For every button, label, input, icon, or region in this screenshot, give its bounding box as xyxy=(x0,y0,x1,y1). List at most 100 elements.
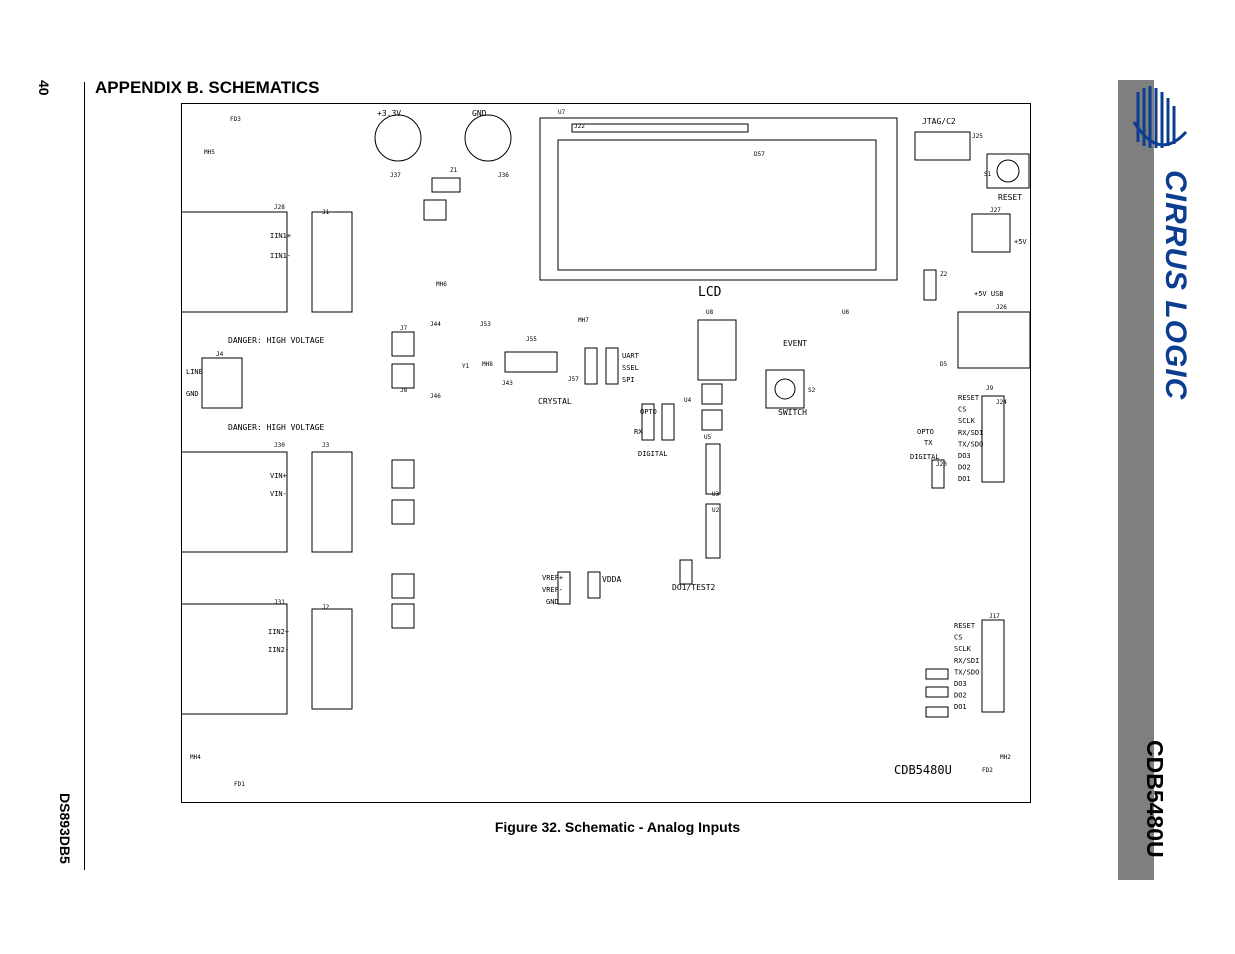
danger-label-2: DANGER: HIGH VOLTAGE xyxy=(228,423,325,432)
refdes-label: MH7 xyxy=(578,317,589,324)
refdes-label: U4 xyxy=(684,397,692,404)
iin1-plus-label: IIN1+ xyxy=(270,232,291,240)
spi-label: SPI xyxy=(622,376,635,384)
refdes-label: MH5 xyxy=(204,149,215,156)
jtag-label: JTAG/C2 xyxy=(922,117,956,126)
board-name-label: CDB5480U xyxy=(894,763,952,777)
sidebar-bar xyxy=(1118,80,1154,880)
header-j17-pin-label: SCLK xyxy=(954,645,972,653)
uart-label: UART xyxy=(622,352,640,360)
header-j17-pin-label: CS xyxy=(954,634,962,642)
refdes-label: J20 xyxy=(936,461,947,468)
opto-tx-label: OPTO xyxy=(917,428,934,436)
iin2-minus-label: IIN2- xyxy=(268,646,289,654)
refdes-label: J30 xyxy=(274,442,285,449)
refdes-label: U6 xyxy=(842,309,850,316)
refdes-label: J53 xyxy=(480,321,491,328)
iin2-plus-label: IIN2+ xyxy=(268,628,289,636)
refdes-label: J4 xyxy=(216,351,224,358)
refdes-label: J25 xyxy=(972,133,983,140)
refdes-label: J36 xyxy=(498,172,509,179)
cirrus-logic-logo-icon xyxy=(1130,82,1188,167)
refdes-label: MH6 xyxy=(436,281,447,288)
refdes-label: U7 xyxy=(558,109,566,116)
refdes-label: D57 xyxy=(754,151,765,158)
refdes-label: J2 xyxy=(322,604,330,611)
schematic-drawing: +3.3V GND LCD JTAG/C2 RESET DANGER: HIGH… xyxy=(152,109,1044,788)
refdes-label: U3 xyxy=(712,491,720,498)
refdes-label: J44 xyxy=(430,321,441,328)
vref-gnd-label: GND xyxy=(546,598,559,606)
header-j17-pin-label: TX/SDO xyxy=(954,668,979,676)
refdes-label: J22 xyxy=(574,123,585,130)
lcd-label: LCD xyxy=(698,285,722,300)
refdes-label: MH8 xyxy=(482,361,493,368)
header-j17-pin-label: DO1 xyxy=(954,703,967,711)
header-j9-pin-label: SCLK xyxy=(958,417,976,425)
digital-rx-label: DIGITAL xyxy=(638,450,668,458)
brand-wordmark: CIRRUS LOGIC xyxy=(1159,170,1192,401)
refdes-label: J7 xyxy=(400,325,408,332)
refdes-label: S2 xyxy=(808,387,816,394)
header-j9-pin-label: TX/SDO xyxy=(958,440,983,448)
vin-plus-label: VIN+ xyxy=(270,472,287,480)
header-j9-pin-label: DO2 xyxy=(958,464,971,472)
refdes-label: J27 xyxy=(990,207,1001,214)
vref-minus-label: VREF- xyxy=(542,586,563,594)
crystal-label: CRYSTAL xyxy=(538,397,572,406)
refdes-label: J31 xyxy=(274,599,285,606)
refdes-label: J55 xyxy=(526,336,537,343)
line-gnd-label: GND xyxy=(186,390,199,398)
refdes-label: U8 xyxy=(706,309,714,316)
refdes-label: MH4 xyxy=(190,754,201,761)
supply-gnd-label: GND xyxy=(472,109,487,118)
refdes-label: J17 xyxy=(989,613,1000,620)
margin-rule xyxy=(84,82,85,870)
refdes-label: U2 xyxy=(712,507,720,514)
refdes-label: FD3 xyxy=(230,116,241,123)
header-j9-pin-label: RX/SDI xyxy=(958,429,983,437)
refdes-label: U5 xyxy=(704,434,712,441)
digital-tx-label: DIGITAL xyxy=(910,453,940,461)
line-label: LINE xyxy=(186,368,203,376)
product-name: CDB5480U xyxy=(1142,740,1168,858)
vdda-label: VDDA xyxy=(602,575,621,584)
vin-minus-label: VIN- xyxy=(270,490,287,498)
header-j17-pin-label: DO3 xyxy=(954,680,967,688)
header-j9-pin-label: RESET xyxy=(958,394,980,402)
refdes-label: J57 xyxy=(568,376,579,383)
figure-caption: Figure 32. Schematic - Analog Inputs xyxy=(494,819,741,835)
refdes-label: J43 xyxy=(502,380,513,387)
refdes-label: MH2 xyxy=(1000,754,1011,761)
header-j17-pin-label: DO2 xyxy=(954,692,967,700)
event-label: EVENT xyxy=(783,339,807,348)
ssel-label: SSEL xyxy=(622,364,639,372)
refdes-label: J9 xyxy=(986,385,994,392)
supply-3v3-label: +3.3V xyxy=(377,109,401,118)
rx-label: RX xyxy=(634,428,643,436)
iin1-minus-label: IIN1- xyxy=(270,252,291,260)
header-j9-pin-label: DO3 xyxy=(958,452,971,460)
header-j17-pin-label: RESET xyxy=(954,622,976,630)
tx-label: TX xyxy=(924,439,933,447)
reset-label: RESET xyxy=(998,193,1022,202)
refdes-label: J1 xyxy=(322,209,330,216)
refdes-label: Y1 xyxy=(462,363,470,370)
refdes-label: S1 xyxy=(984,171,992,178)
refdes-label: FD1 xyxy=(234,781,245,788)
header-j9-pin-label: CS xyxy=(958,406,966,414)
refdes-label: J37 xyxy=(390,172,401,179)
schematic-board: +3.3V GND LCD JTAG/C2 RESET DANGER: HIGH… xyxy=(152,103,1044,803)
vref-plus-label: VREF+ xyxy=(542,574,563,582)
danger-label-1: DANGER: HIGH VOLTAGE xyxy=(228,336,325,345)
refdes-label: J3 xyxy=(322,442,330,449)
refdes-label: Z2 xyxy=(940,271,948,278)
switch-label: SWITCH xyxy=(778,408,807,417)
refdes-label: J24 xyxy=(996,399,1007,406)
header-j17-pin-label: RX/SDI xyxy=(954,657,979,665)
refdes-label: Z1 xyxy=(450,167,458,174)
do1-test-label: DO1/TEST2 xyxy=(672,583,716,592)
